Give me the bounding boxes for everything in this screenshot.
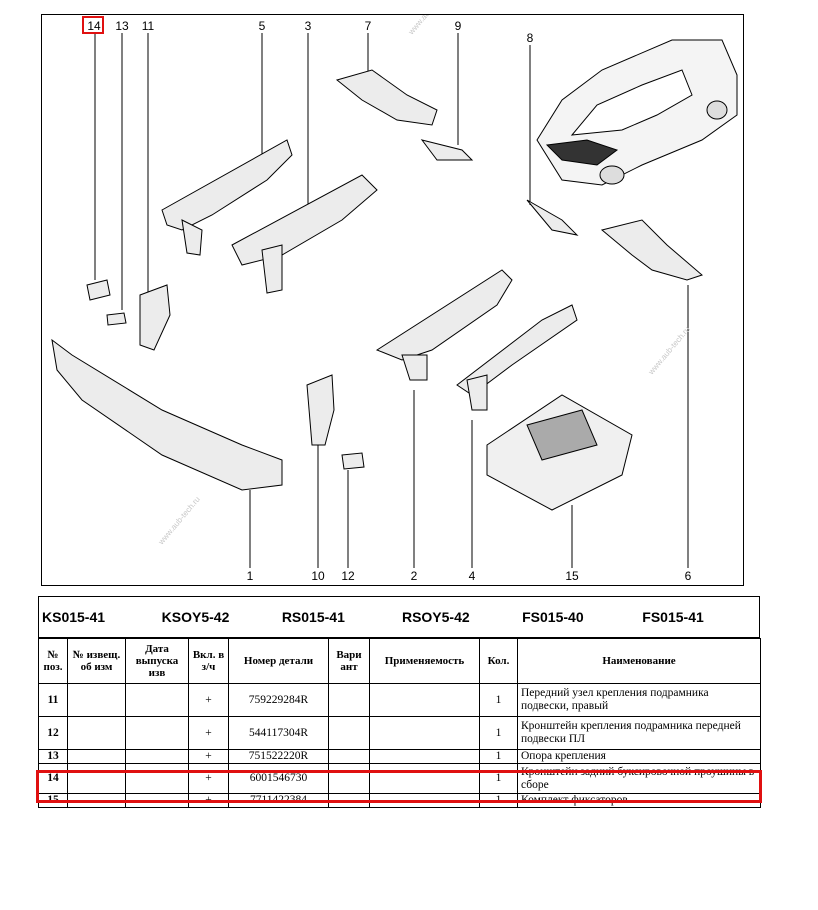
cell-qty: 1 [479, 793, 518, 808]
cell-name: Передний узел крепления подрамника подве… [517, 683, 761, 717]
header-included: Вкл. в з/ч [188, 638, 229, 684]
header-date: Дата выпуска изв [125, 638, 189, 684]
callout-10: 10 [311, 569, 325, 583]
cell-notice [67, 683, 126, 717]
callout-14: 14 [87, 19, 101, 33]
cell-included: + [188, 749, 229, 764]
callout-1: 1 [246, 569, 254, 583]
cell-part-number: 544117304R [228, 716, 329, 750]
cell-variant [328, 763, 370, 794]
cell-included: + [188, 716, 229, 750]
cell-variant [328, 683, 370, 717]
cell-qty: 1 [479, 749, 518, 764]
svg-text:www.aub-tech.ru: www.aub-tech.ru [646, 325, 692, 377]
cell-applicability [369, 763, 480, 794]
variant-code: RS015-41 [278, 596, 399, 638]
cell-applicability [369, 749, 480, 764]
exploded-view-drawing: www.aub-tech.ru www.aub-tech.ru www.aub-… [51, 15, 738, 568]
cell-date [125, 793, 189, 808]
cell-notice [67, 763, 126, 794]
variant-code: FS015-40 [519, 596, 640, 638]
cell-pos: 13 [38, 749, 68, 764]
variant-code: KS015-41 [37, 596, 159, 638]
table-header-row: № поз. № извещ. об изм Дата выпуска изв … [38, 638, 761, 684]
cell-variant [328, 716, 370, 750]
callout-12: 12 [341, 569, 355, 583]
header-qty: Кол. [479, 638, 518, 684]
cell-notice [67, 716, 126, 750]
cell-date [125, 749, 189, 764]
svg-text:www.aub-tech.ru: www.aub-tech.ru [406, 15, 452, 37]
cell-date [125, 683, 189, 717]
variant-code: RSOY5-42 [398, 596, 520, 638]
callout-5: 5 [258, 19, 266, 33]
callout-2: 2 [410, 569, 418, 583]
svg-text:www.aub-tech.ru: www.aub-tech.ru [156, 495, 202, 547]
callout-4: 4 [468, 569, 476, 583]
header-part-number: Номер детали [228, 638, 329, 684]
parts-table: KS015-41 KSOY5-42 RS015-41 RSOY5-42 FS01… [36, 596, 762, 808]
callout-9: 9 [454, 19, 462, 33]
cell-name: Комплект фиксаторов [517, 793, 761, 808]
cell-included: + [188, 683, 229, 717]
cell-name: Опора крепления [517, 749, 761, 764]
table-row: 12 + 544117304R 1 Кронштейн крепления по… [38, 716, 761, 750]
cell-qty: 1 [479, 763, 518, 794]
header-applicability: Применяемость [369, 638, 480, 684]
variant-code: FS015-41 [639, 596, 761, 638]
cell-pos: 15 [38, 793, 68, 808]
cell-date [125, 763, 189, 794]
header-name: Наименование [517, 638, 761, 684]
table-row-highlighted: 14 + 6001546730 1 Кронштейн задний букси… [38, 763, 761, 794]
cell-part-number: 759229284R [228, 683, 329, 717]
table-row: 13 + 751522220R 1 Опора крепления [38, 749, 761, 764]
cell-pos: 14 [38, 763, 68, 794]
cell-applicability [369, 683, 480, 717]
cell-notice [67, 793, 126, 808]
header-pos: № поз. [38, 638, 68, 684]
cell-part-number: 7711422384 [228, 793, 329, 808]
header-variant: Вари ант [328, 638, 370, 684]
cell-notice [67, 749, 126, 764]
cell-variant [328, 749, 370, 764]
table-row: 11 + 759229284R 1 Передний узел креплени… [38, 683, 761, 717]
cell-included: + [188, 793, 229, 808]
table-row: 15 + 7711422384 1 Комплект фиксаторов [38, 793, 761, 808]
callout-6: 6 [684, 569, 692, 583]
cell-date [125, 716, 189, 750]
cell-pos: 11 [38, 683, 68, 717]
cell-pos: 12 [38, 716, 68, 750]
callout-11: 11 [141, 19, 155, 33]
parts-list-table: № поз. № извещ. об изм Дата выпуска изв … [38, 638, 761, 808]
highlight-callout-frame [82, 16, 104, 34]
callout-13: 13 [115, 19, 129, 33]
variants-table: KS015-41 KSOY5-42 RS015-41 RSOY5-42 FS01… [37, 596, 761, 638]
cell-qty: 1 [479, 716, 518, 750]
callout-15: 15 [565, 569, 579, 583]
cell-name: Кронштейн задний буксировочной проушины … [517, 763, 761, 794]
header-notice: № извещ. об изм [67, 638, 126, 684]
cell-included: + [188, 763, 229, 794]
variant-code: KSOY5-42 [158, 596, 279, 638]
callout-8: 8 [526, 31, 534, 45]
cell-part-number: 6001546730 [228, 763, 329, 794]
parts-diagram: www.aub-tech.ru www.aub-tech.ru www.aub-… [41, 14, 744, 586]
cell-applicability [369, 793, 480, 808]
cell-applicability [369, 716, 480, 750]
cell-variant [328, 793, 370, 808]
cell-part-number: 751522220R [228, 749, 329, 764]
callout-3: 3 [304, 19, 312, 33]
cell-name: Кронштейн крепления подрамника передней … [517, 716, 761, 750]
variant-codes-row: KS015-41 KSOY5-42 RS015-41 RSOY5-42 FS01… [37, 596, 761, 638]
cell-qty: 1 [479, 683, 518, 717]
callout-7: 7 [364, 19, 372, 33]
